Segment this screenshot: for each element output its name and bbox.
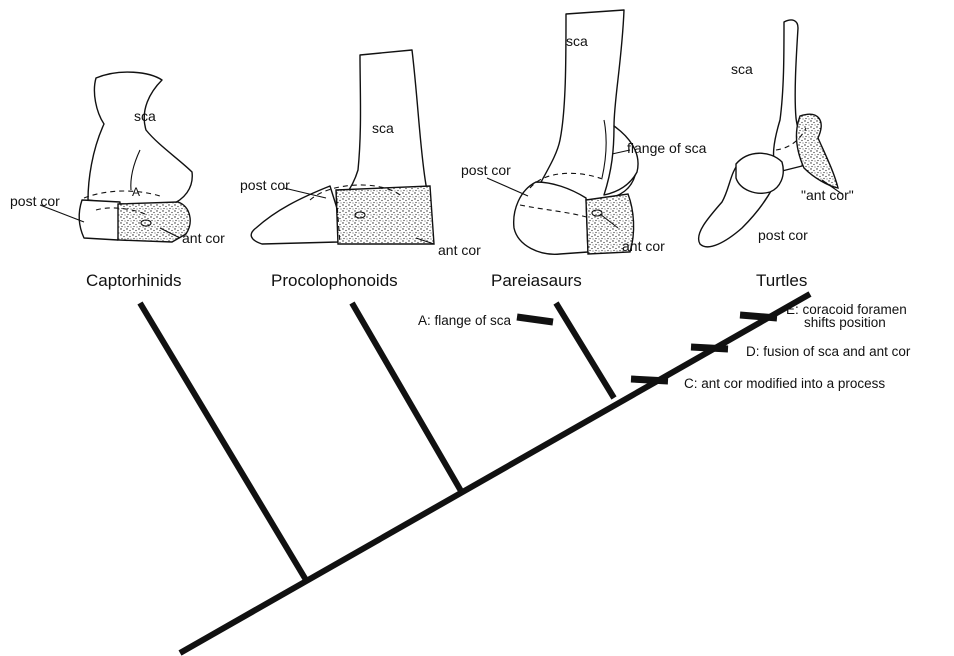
pareiasaur-label-post-cor: post cor <box>461 162 511 178</box>
captorhinid-shoulder-girdle <box>40 72 192 242</box>
captorhinid-scapula <box>88 72 192 205</box>
turtle-glenoid-block <box>736 153 783 193</box>
branch-pareiasaurs <box>556 303 614 398</box>
procolophonoid-anterior-coracoid <box>336 186 434 244</box>
character-tick-e <box>740 315 777 318</box>
captorhinid-anterior-coracoid <box>118 202 190 242</box>
pareiasaur-label-ant-cor: ant cor <box>622 238 665 254</box>
turtle-anterior-coracoid <box>797 114 838 188</box>
taxon-pareiasaurs: Pareiasaurs <box>491 271 582 290</box>
branch-procolophonoids <box>352 303 461 491</box>
character-label-d: D: fusion of sca and ant cor <box>746 344 911 359</box>
character-label-c: C: ant cor modified into a process <box>684 376 885 391</box>
procolophonoid-shoulder-girdle <box>251 50 434 244</box>
captorhinid-label-ant-cor: ant cor <box>182 230 225 246</box>
character-tick-a <box>517 317 553 322</box>
pareiasaur-posterior-coracoid <box>514 182 588 254</box>
turtle-shoulder-girdle <box>699 20 842 247</box>
procolophonoid-label-ant-cor: ant cor <box>438 242 481 258</box>
pareiasaur-label-sca: sca <box>566 33 588 49</box>
turtle-label-sca: sca <box>731 61 753 77</box>
character-tick-c <box>631 379 668 381</box>
cladogram <box>140 294 810 653</box>
procolophonoid-label-post-cor: post cor <box>240 177 290 193</box>
character-tick-d <box>691 347 728 349</box>
captorhinid-label-post-cor: post cor <box>10 193 60 209</box>
captorhinid-label-a: A <box>132 185 140 199</box>
turtle-label-ant-cor: "ant cor" <box>801 187 854 203</box>
pareiasaur-label-flange: flange of sca <box>627 140 707 156</box>
captorhinid-label-sca: sca <box>134 108 156 124</box>
pareiasaur-postcor-leader <box>487 178 528 196</box>
character-label-e-line2: shifts position <box>804 315 886 330</box>
taxon-turtles: Turtles <box>756 271 807 290</box>
procolophonoid-label-sca: sca <box>372 120 394 136</box>
pareiasaur-shoulder-girdle <box>487 10 638 254</box>
taxon-captorhinids: Captorhinids <box>86 271 181 290</box>
character-label-a: A: flange of sca <box>418 313 512 328</box>
captorhinid-posterior-coracoid <box>79 200 120 240</box>
taxon-procolophonoids: Procolophonoids <box>271 271 398 290</box>
turtle-label-post-cor: post cor <box>758 227 808 243</box>
procolophonoid-posterior-coracoid <box>251 186 340 244</box>
branch-captorhinids <box>140 303 306 580</box>
